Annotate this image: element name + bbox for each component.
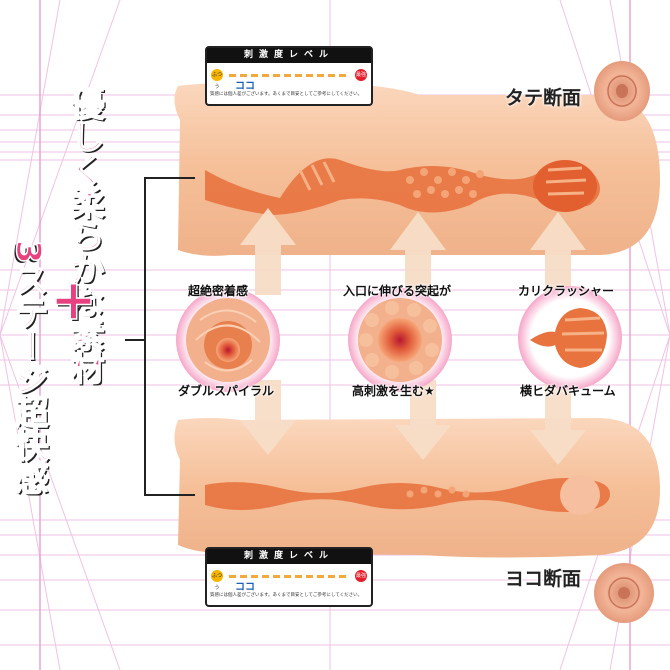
meter-note: 質感には個人差がございます。あくまで目安としてご参考にしてください。 bbox=[210, 593, 363, 598]
meter-title: 刺激度レベル bbox=[207, 48, 371, 63]
meter-high-label: 最強 bbox=[355, 570, 367, 582]
feature-1-bottom: ダブルスパイラル bbox=[178, 384, 275, 398]
feature-circle-2 bbox=[348, 288, 452, 392]
horizontal-section-body bbox=[174, 418, 660, 558]
horizontal-disc bbox=[594, 563, 654, 623]
feature-3-top: カリクラッシャー bbox=[518, 284, 615, 298]
feature-1-top: 超絶密着感 bbox=[188, 284, 249, 298]
feature-2-bottom: 高刺激を生む★ bbox=[352, 384, 435, 398]
meter-title: 刺激度レベル bbox=[207, 549, 371, 564]
meter-pointer-label: ココ bbox=[235, 582, 255, 593]
meter-pointer-label: ココ bbox=[235, 81, 255, 92]
meter-bar bbox=[229, 74, 349, 77]
horizontal-section-label: ヨコ断面 bbox=[505, 568, 582, 590]
meter-scale: ふつう ココ 最強 bbox=[207, 564, 371, 593]
headline-accent: 素材 bbox=[63, 316, 105, 384]
feature-3-bottom: 横ヒダバキューム bbox=[520, 384, 616, 398]
vertical-disc bbox=[594, 61, 650, 121]
stimulation-meter-top: 刺激度レベル ふつう ココ 最強 質感には個人差がございます。あくまで目安として… bbox=[205, 46, 373, 106]
stimulation-meter-bottom: 刺激度レベル ふつう ココ 最強 質感には個人差がございます。あくまで目安として… bbox=[205, 547, 373, 607]
feature-circle-3 bbox=[518, 286, 622, 390]
vertical-section-body bbox=[174, 82, 660, 256]
feature-circle-1 bbox=[176, 288, 280, 392]
headline-line2: 3ステージ超快感 bbox=[7, 239, 49, 494]
meter-low-label: ふつう bbox=[211, 570, 223, 591]
meter-low-label: ふつう bbox=[211, 69, 223, 90]
feature-2-top: 入口に伸びる突起が bbox=[343, 284, 452, 298]
meter-scale: ふつう ココ 最強 bbox=[207, 63, 371, 92]
headline-plus: + bbox=[49, 267, 97, 334]
headline-line1: 優しく柔らかな素材 bbox=[62, 85, 105, 384]
meter-high-label: 最強 bbox=[355, 69, 367, 81]
headline-line1-text: 優しく柔らかな bbox=[63, 85, 105, 318]
meter-bar bbox=[229, 575, 349, 578]
vertical-section-label: タテ断面 bbox=[505, 87, 582, 109]
meter-note: 質感には個人差がございます。あくまで目安としてご参考にしてください。 bbox=[210, 92, 363, 97]
